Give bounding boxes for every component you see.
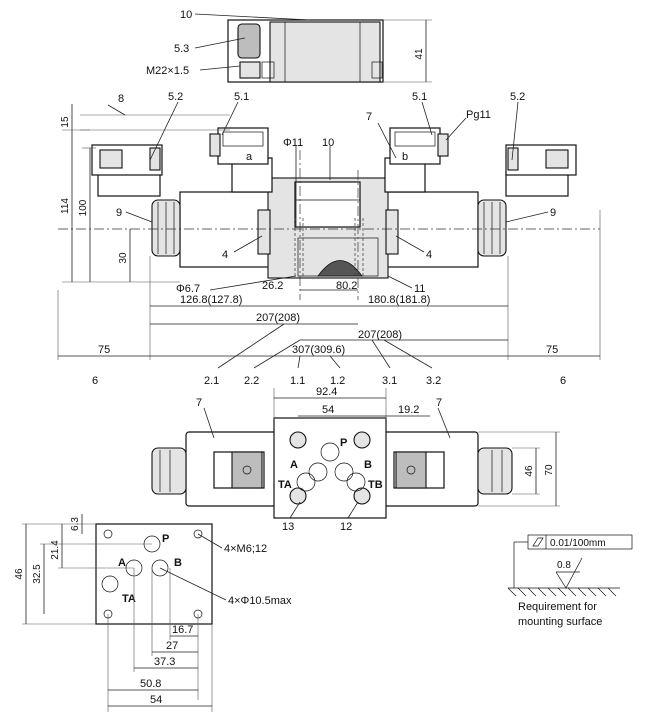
label-phi11: Φ11 (283, 137, 303, 149)
mount-port-ta: TA (122, 593, 136, 605)
surface-caption-line1: Requirement for (518, 601, 597, 613)
mount-dim-16-7: 16.7 (172, 624, 193, 636)
mount-dim-50-8: 50.8 (140, 678, 161, 690)
plan-label-13: 13 (282, 521, 294, 533)
label-7-front: 7 (366, 111, 372, 123)
plan-view: P A B TA TB 92.4 54 19.2 70 46 7 7 13 12 (151, 386, 560, 533)
label-4-left: 4 (222, 249, 228, 261)
mount-dim-6-3: 6.3 (70, 517, 81, 531)
top-label-thread: M22×1.5 (146, 65, 189, 77)
callout-3-1: 3.1 (382, 375, 397, 387)
callout-1-1: 1.1 (290, 375, 305, 387)
dim-126-8: 126.8(127.8) (180, 294, 242, 306)
label-4-right: 4 (426, 249, 432, 261)
dim-26-2: 26.2 (262, 280, 283, 292)
plan-port-a: A (290, 459, 298, 471)
label-5-1-right: 5.1 (412, 91, 427, 103)
label-11: 11 (414, 283, 425, 295)
mount-dim-32-5: 32.5 (32, 564, 43, 584)
plan-label-7-left: 7 (196, 397, 202, 409)
dim-207-right: 207(208) (358, 329, 402, 341)
mount-dim-27: 27 (166, 640, 178, 652)
dim-75-right: 75 (546, 344, 558, 356)
dim-30: 30 (118, 252, 129, 264)
mount-note-threads: 4×M6;12 (224, 543, 267, 555)
dim-phi6-7: Φ6.7 (176, 283, 200, 295)
coil-b-label: b (402, 151, 408, 163)
plan-port-ta: TA (278, 479, 292, 491)
mounting-pattern: P A B TA 46 32.5 21.4 6.3 16.7 27 37.3 5… (14, 514, 292, 712)
mount-note-holes: 4×Φ10.5max (228, 595, 292, 607)
roughness-value: 0.8 (557, 560, 571, 571)
dim-307: 307(309.6) (292, 344, 345, 356)
top-dim-41: 41 (414, 48, 425, 60)
label-6-left: 6 (92, 375, 98, 387)
dim-114: 114 (60, 198, 71, 214)
plan-label-12: 12 (340, 521, 352, 533)
dim-100: 100 (78, 199, 89, 216)
label-8: 8 (118, 93, 124, 105)
front-view: a b 8 5.2 5.1 5.1 5.2 (57, 91, 601, 387)
coil-a-label: a (246, 151, 253, 163)
label-5-1-left: 5.1 (234, 91, 249, 103)
mount-port-a: A (118, 557, 126, 569)
surface-requirement: 0.01/100mm 0.8 Requirement for mounting … (507, 534, 633, 628)
mount-dim-46: 46 (14, 568, 25, 580)
callout-1-2: 1.2 (330, 375, 345, 387)
mount-port-p: P (162, 533, 169, 545)
plan-port-tb: TB (368, 479, 383, 491)
surface-caption-line2: mounting surface (518, 616, 602, 628)
mount-dim-37-3: 37.3 (154, 656, 175, 668)
dim-80-2: 80.2 (336, 280, 357, 292)
label-5-2-right: 5.2 (510, 91, 525, 103)
dim-207-left: 207(208) (256, 312, 300, 324)
dim-15: 15 (60, 116, 71, 128)
callout-3-2: 3.2 (426, 375, 441, 387)
callout-2-1: 2.1 (204, 375, 219, 387)
top-label-5-3: 5.3 (174, 43, 189, 55)
flatness-value: 0.01/100mm (550, 538, 606, 549)
label-9-left: 9 (116, 207, 122, 219)
plan-dim-92-4: 92.4 (316, 386, 337, 398)
label-6-right: 6 (560, 375, 566, 387)
dim-75-left: 75 (98, 344, 110, 356)
plan-label-7-right: 7 (436, 397, 442, 409)
mount-dim-21-4: 21.4 (50, 540, 61, 560)
mount-port-b: B (174, 557, 182, 569)
plan-dim-46: 46 (524, 465, 535, 477)
plan-port-b: B (364, 459, 372, 471)
top-view: 10 5.3 M22×1.5 41 (146, 9, 432, 83)
plan-port-p: P (340, 437, 347, 449)
plan-dim-19-2: 19.2 (398, 404, 419, 416)
label-pg11: Pg11 (466, 109, 491, 121)
mount-dim-54: 54 (150, 694, 162, 706)
callout-2-2: 2.2 (244, 375, 259, 387)
label-9-right: 9 (550, 207, 556, 219)
dim-180-8: 180.8(181.8) (368, 294, 430, 306)
top-label-10: 10 (180, 9, 192, 21)
label-5-2-left: 5.2 (168, 91, 183, 103)
plan-dim-54: 54 (322, 404, 334, 416)
plan-dim-70: 70 (544, 464, 555, 476)
label-10-front: 10 (322, 137, 334, 149)
